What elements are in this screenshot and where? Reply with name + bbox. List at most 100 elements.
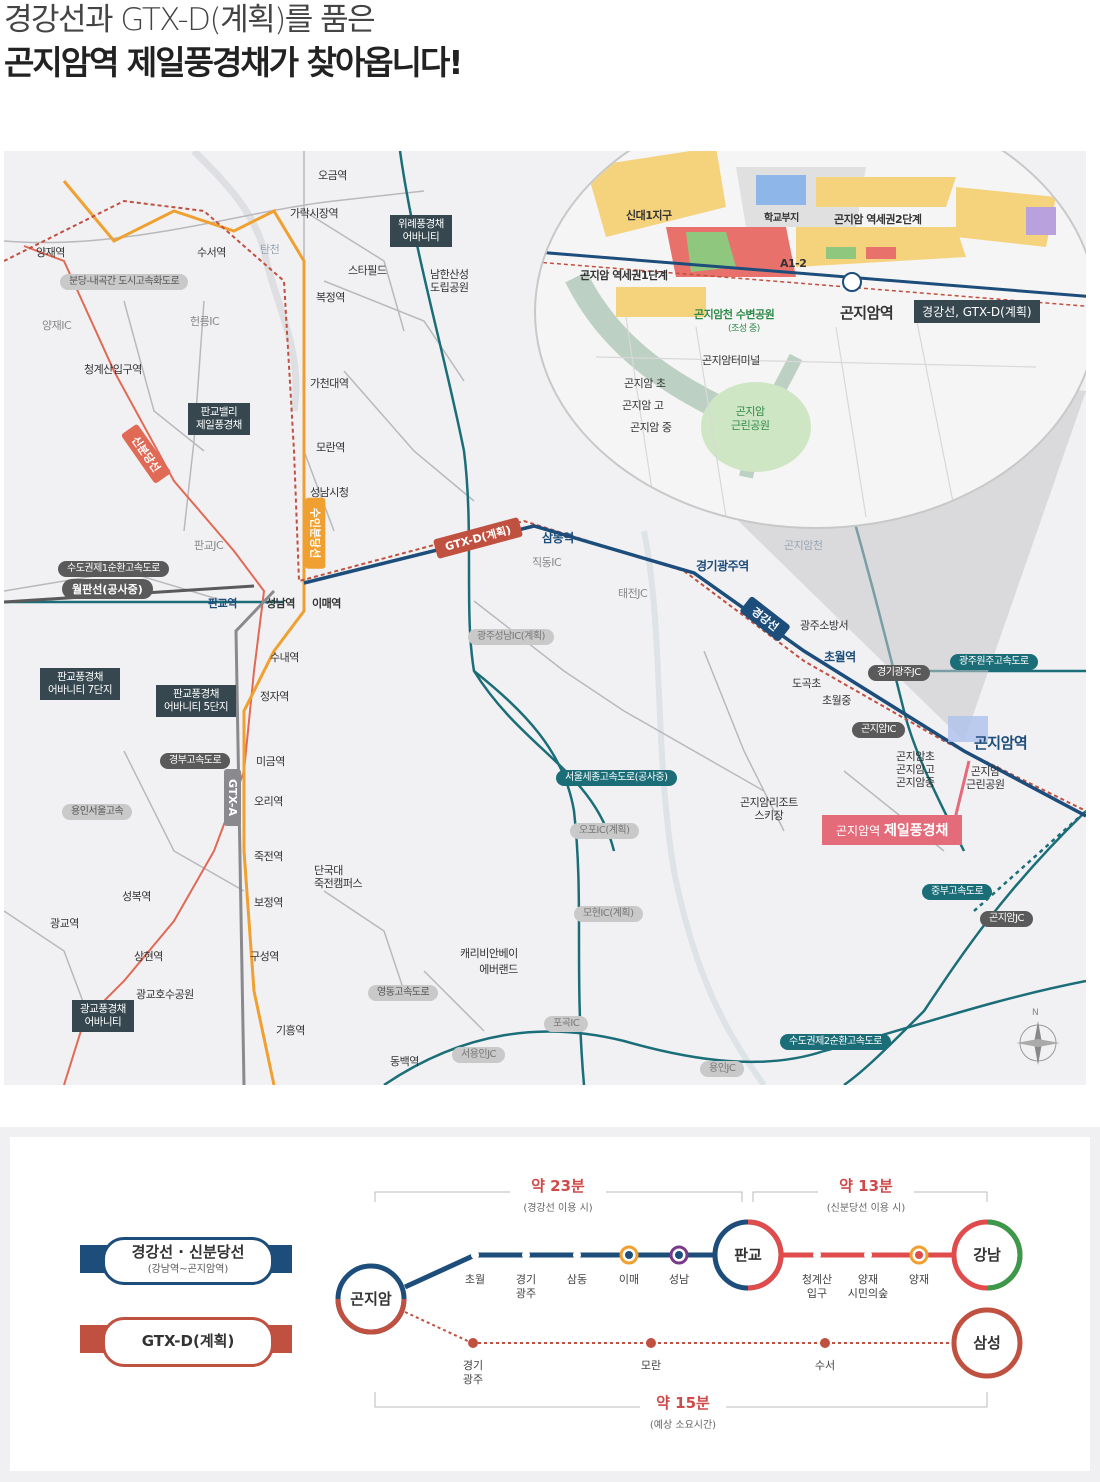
road-gyeongbu: 경부고속도로 xyxy=(160,753,231,769)
road-jungbu: 중부고속도로 xyxy=(922,884,993,900)
route-stop-suseo: 수서 xyxy=(814,1359,836,1372)
station-gonjiam: 곤지암역 xyxy=(974,734,1028,752)
ic-taejeon: 태전JC xyxy=(618,587,648,600)
complex-pangyo7: 판교풍경채 어바니티 7단지 xyxy=(40,668,120,700)
ic-gonjiam: 곤지암IC xyxy=(852,722,906,738)
station-ogeum: 오금역 xyxy=(318,169,347,182)
inset-a12: A1-2 xyxy=(780,257,807,270)
route-station-gangnam: 강남 xyxy=(973,1246,1001,1264)
place-gonjiam-resort: 곤지암리조트 스키장 xyxy=(740,796,798,822)
place-dogokcho: 도곡초 xyxy=(792,677,821,690)
route-stop-yangjae: 양재 xyxy=(908,1273,930,1286)
route-station-pangyo: 판교 xyxy=(734,1246,762,1264)
ic-gwangju-seongnam: 광주성남IC(계획) xyxy=(468,629,554,645)
inset-school: 학교부지 xyxy=(764,213,799,224)
legend-gyeonggang-title: 경강선 · 신분당선 xyxy=(131,1243,245,1261)
ic-pangyo: 판교JC xyxy=(194,539,224,552)
place-gonjiam-park: 곤지암 근린공원 xyxy=(966,765,1005,791)
place-caribbean: 캐리비안베이 에버랜드 xyxy=(460,947,518,976)
inset-school-3: 곤지암 중 xyxy=(630,421,672,434)
inset-station: 곤지암역 xyxy=(840,304,894,322)
route-diagram-section: 경강선 · 신분당선 (강남역~곤지암역) GTX-D(계획) 약 23분 (경… xyxy=(0,1127,1100,1482)
line-wolpan: 월판선(공사중) xyxy=(62,579,153,599)
inset-station-area2: 곤지암 역세권2단계 xyxy=(834,213,922,226)
inset-terminal: 곤지암터미널 xyxy=(702,354,760,367)
place-gonjiamcheon: 곤지암천 xyxy=(784,539,823,552)
inset-school-1: 곤지암 초 xyxy=(624,377,666,390)
place-starfield: 스타필드 xyxy=(348,264,387,277)
station-migeum: 미금역 xyxy=(256,755,285,768)
legend-gtx-d: GTX-D(계획) xyxy=(102,1317,274,1367)
station-gwanggyo: 광교역 xyxy=(50,917,79,930)
road-yeongdong: 영동고속도로 xyxy=(368,985,439,1001)
headline-line1: 경강선과 GTX-D(계획)를 품은 xyxy=(4,2,376,38)
compass-icon xyxy=(1016,1021,1060,1065)
ic-yangjae: 양재IC xyxy=(42,319,72,332)
station-jeongja: 정자역 xyxy=(260,690,289,703)
site-label[interactable]: 곤지암역 제일풍경채 xyxy=(822,815,963,845)
route-station-samseong: 삼성 xyxy=(973,1334,1001,1352)
station-ori: 오리역 xyxy=(254,795,283,808)
station-suseo: 수서역 xyxy=(197,246,226,259)
complex-pangyo5: 판교풍경채 어바니티 5단지 xyxy=(156,685,236,717)
station-yangjae: 양재역 xyxy=(36,246,65,259)
station-pangyo: 판교역 xyxy=(208,597,237,610)
place-namhansan: 남한산성 도립공원 xyxy=(430,268,469,294)
station-giheung: 기흥역 xyxy=(276,1024,305,1037)
ic-seoyongin: 서용인JC xyxy=(452,1047,506,1063)
inset-park: 곤지암 근린공원 xyxy=(731,405,770,432)
site-label-prefix: 곤지암역 xyxy=(836,824,884,838)
place-chowoljung: 초월중 xyxy=(822,694,851,707)
station-moran: 모란역 xyxy=(316,441,345,454)
site-label-name: 제일풍경채 xyxy=(883,823,949,839)
travel-time-2: 약 13분 xyxy=(839,1177,893,1195)
station-chowol: 초월역 xyxy=(824,650,856,664)
place-tancheon: 탄천 xyxy=(260,243,280,256)
place-gonjiam-schools: 곤지암초 곤지암고 곤지암중 xyxy=(896,750,935,789)
route-stop-imae: 이매 xyxy=(618,1273,640,1286)
station-gacheon: 가천대역 xyxy=(310,377,349,390)
ic-gonjiam-jc: 곤지암JC xyxy=(980,911,1034,927)
road-capital-ring1: 수도권제1순환고속도로 xyxy=(58,561,169,577)
headline: 경강선과 GTX-D(계획)를 품은 곤지암역 제일풍경채가 찾아옵니다! xyxy=(4,0,463,86)
ic-yongin: 용인JC xyxy=(700,1061,745,1077)
ic-heolleung: 헌릉IC xyxy=(190,315,220,328)
inset-station-lines: 경강선, GTX-D(계획) xyxy=(914,300,1040,323)
road-yongin-seoul: 용인서울고속 xyxy=(62,804,133,820)
line-gtx-a: GTX-A xyxy=(224,768,242,827)
route-stop-moran: 모란 xyxy=(640,1359,662,1372)
ic-gyeonggi-gwangju: 경기광주JC xyxy=(868,665,930,681)
location-map[interactable]: 양재역 수서역 오금역 가락시장역 복정역 가천대역 모란역 성남시청 청계산입… xyxy=(4,151,1086,1085)
station-seongnam-city: 성남시청 xyxy=(310,486,349,499)
road-seoul-sejong: 서울세종고속도로(공사중) xyxy=(556,770,677,786)
station-bokjeong: 복정역 xyxy=(316,291,345,304)
ic-opo: 오포IC(계획) xyxy=(570,823,639,839)
station-jukjeon: 죽전역 xyxy=(254,850,283,863)
place-dankook: 단국대 죽전캠퍼스 xyxy=(314,864,363,890)
station-sanghyeon: 상현역 xyxy=(134,950,163,963)
route-svg xyxy=(80,1191,1023,1408)
headline-line2: 곤지암역 제일풍경채가 찾아옵니다! xyxy=(4,43,463,82)
legend-gyeonggang-sub: (강남역~곤지암역) xyxy=(147,1264,229,1275)
route-stop-lower-gyeonggi-gwangju: 경기 광주 xyxy=(462,1359,484,1386)
complex-pangyo-valley: 판교밸리 제일풍경채 xyxy=(188,403,250,435)
ic-mohyeon: 모현IC(계획) xyxy=(574,906,643,922)
travel-note-1: (경강선 이용 시) xyxy=(523,1203,593,1214)
legend-gyeonggang: 경강선 · 신분당선 (강남역~곤지암역) xyxy=(102,1237,274,1285)
route-stop-gyeonggi-gwangju: 경기 광주 xyxy=(515,1273,537,1300)
route-stop-cheonggye: 청계산 입구 xyxy=(801,1273,833,1300)
inset-school-2: 곤지암 고 xyxy=(622,399,664,412)
inset-magnifier: 신대1지구 학교부지 곤지암 역세권2단계 곤지암 역세권1단계 A1-2 곤지… xyxy=(534,151,1086,529)
place-gwangjusobang: 광주소방서 xyxy=(800,619,849,632)
station-bojeong: 보정역 xyxy=(254,896,283,909)
compass-label: N xyxy=(1032,1008,1039,1018)
road-bundang-naegok: 분당-내곡간 도시고속화도로 xyxy=(60,274,189,290)
inset-waterside-park: 곤지암천 수변공원 xyxy=(694,308,775,321)
station-cheonggye: 청계산입구역 xyxy=(84,363,142,376)
station-imae: 이매역 xyxy=(312,597,341,610)
complex-gwanggyo: 광교풍경채 어바니티 xyxy=(72,1000,134,1032)
place-gwanggyo-park: 광교호수공원 xyxy=(136,988,194,1001)
travel-note-2: (신분당선 이용 시) xyxy=(826,1203,906,1214)
station-samdong: 삼동역 xyxy=(542,531,574,545)
inset-station-area1: 곤지암 역세권1단계 xyxy=(580,269,668,282)
